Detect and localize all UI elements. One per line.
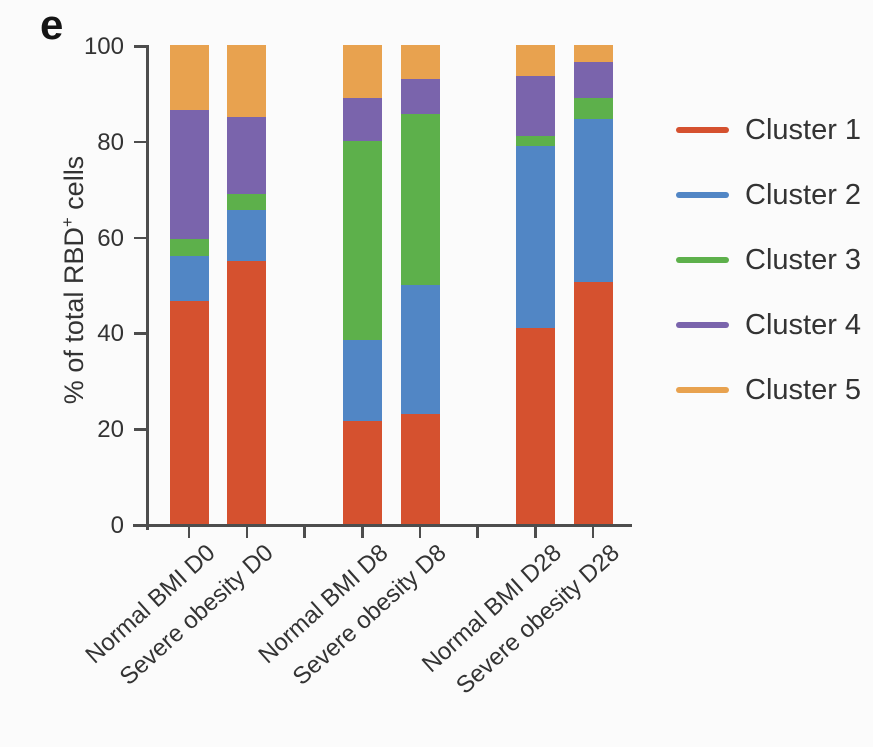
legend-label: Cluster 2 — [745, 178, 862, 211]
bar-segment-cluster-2 — [400, 284, 440, 414]
x-tick-mark — [418, 527, 422, 538]
bar-segment-cluster-5 — [515, 45, 555, 77]
bar-segment-cluster-2 — [342, 339, 382, 422]
bar-segment-cluster-3 — [169, 239, 209, 256]
bar-segment-cluster-4 — [169, 109, 209, 240]
legend-color-line — [676, 192, 729, 198]
y-tick-mark — [134, 332, 146, 335]
stacked-bar — [515, 45, 555, 524]
bar-segment-cluster-1 — [515, 327, 555, 524]
stacked-bar — [169, 45, 209, 524]
bar-segment-cluster-5 — [573, 45, 613, 62]
legend-label: Cluster 5 — [745, 373, 862, 406]
legend-item-cluster-3: Cluster 3 — [676, 242, 861, 278]
x-tick-mark — [245, 527, 249, 538]
x-tick-mark — [476, 527, 479, 538]
legend-color-line — [676, 387, 729, 393]
legend-label: Cluster 1 — [745, 113, 862, 146]
bar-segment-cluster-4 — [515, 76, 555, 137]
bar-segment-cluster-3 — [400, 114, 440, 285]
y-tick-mark — [134, 45, 146, 48]
stacked-bar — [342, 45, 382, 524]
legend-item-cluster-2: Cluster 2 — [676, 177, 861, 213]
panel-letter: e — [40, 1, 64, 48]
bar-segment-cluster-4 — [227, 116, 267, 194]
y-tick-mark — [134, 236, 146, 240]
bar-segment-cluster-2 — [515, 145, 555, 328]
y-axis-title-text: % of total RBD — [59, 227, 89, 405]
y-tick-label: 60 — [97, 224, 124, 252]
y-axis-title: % of total RBD+ cells — [58, 156, 90, 404]
legend-label: Cluster 3 — [745, 243, 862, 276]
y-axis-line — [146, 45, 149, 530]
x-tick-mark — [187, 527, 191, 538]
bar-segment-cluster-1 — [573, 282, 613, 524]
bar-segment-cluster-4 — [400, 78, 440, 115]
y-tick-mark — [134, 524, 146, 527]
x-axis-line — [133, 524, 632, 527]
legend-color-line — [676, 127, 729, 133]
bar-segment-cluster-3 — [227, 193, 267, 211]
bar-segment-cluster-3 — [573, 97, 613, 120]
bar-segment-cluster-5 — [227, 45, 267, 117]
stacked-bar — [573, 45, 613, 524]
x-tick-mark — [534, 527, 537, 538]
x-tick-mark — [361, 527, 364, 538]
bar-segment-cluster-1 — [342, 421, 382, 524]
y-tick-mark — [134, 140, 146, 144]
legend-item-cluster-5: Cluster 5 — [676, 372, 861, 408]
y-tick-mark — [134, 428, 146, 431]
bar-segment-cluster-1 — [400, 413, 440, 524]
bar-segment-cluster-3 — [342, 140, 382, 340]
bar-segment-cluster-5 — [342, 45, 382, 98]
y-tick-label: 20 — [97, 416, 124, 444]
y-tick-label: 80 — [97, 128, 124, 156]
legend-color-line — [676, 322, 729, 328]
stacked-bar — [400, 45, 440, 524]
bar-segment-cluster-4 — [573, 61, 613, 98]
legend-item-cluster-4: Cluster 4 — [676, 307, 861, 343]
x-tick-mark — [303, 527, 306, 538]
bar-segment-cluster-4 — [342, 97, 382, 141]
legend-color-line — [676, 257, 729, 263]
legend-label: Cluster 4 — [745, 308, 862, 341]
stacked-bar — [227, 45, 267, 524]
bar-segment-cluster-1 — [169, 301, 209, 524]
y-tick-label: 0 — [110, 512, 124, 539]
y-axis-title-suffix: cells — [59, 155, 89, 218]
bar-segment-cluster-5 — [169, 45, 209, 110]
y-tick-label: 40 — [97, 320, 124, 348]
bar-segment-cluster-2 — [573, 119, 613, 283]
bar-segment-cluster-2 — [169, 255, 209, 302]
bar-segment-cluster-5 — [400, 45, 440, 79]
x-tick-mark — [591, 527, 595, 538]
y-tick-label: 100 — [83, 33, 124, 60]
bar-segment-cluster-2 — [227, 210, 267, 261]
bar-segment-cluster-3 — [515, 136, 555, 146]
legend-item-cluster-1: Cluster 1 — [676, 112, 861, 148]
bar-segment-cluster-1 — [227, 260, 267, 524]
